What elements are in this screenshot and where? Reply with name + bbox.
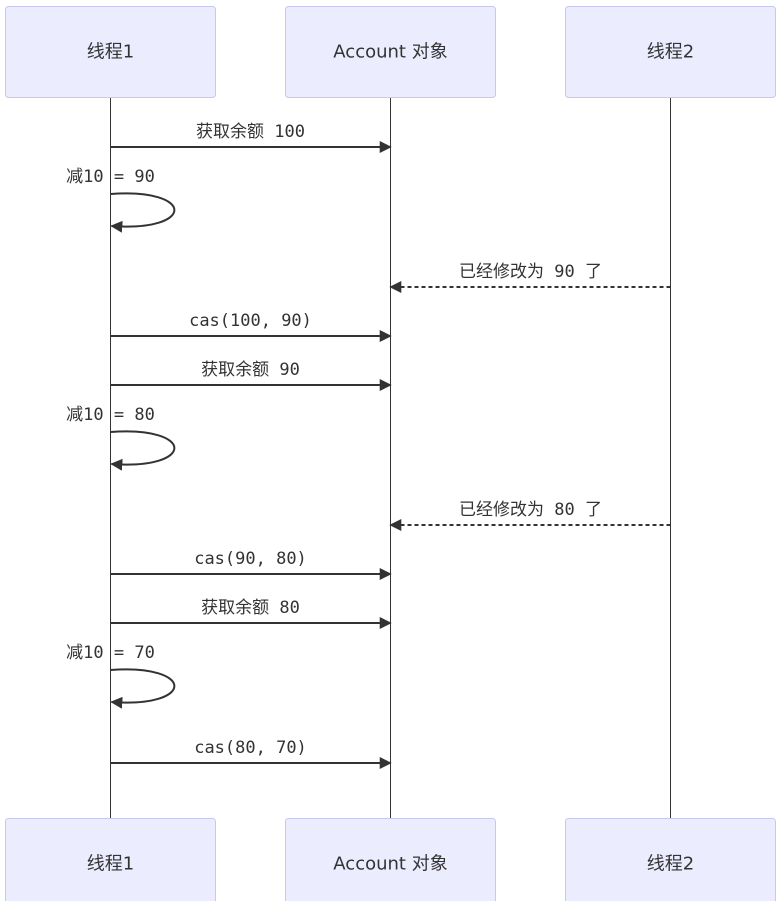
message-label: 获取余额 80 bbox=[201, 598, 300, 618]
message-label: 减10 = 70 bbox=[66, 643, 155, 663]
message-10: 减10 = 70 bbox=[66, 643, 176, 709]
message-8: cas(90, 80) bbox=[110, 549, 392, 580]
participant-box bbox=[5, 818, 216, 901]
message-label: cas(100, 90) bbox=[189, 311, 312, 331]
participant-label: 线程1 bbox=[87, 854, 134, 875]
participant-t1-top: 线程1 bbox=[5, 6, 216, 98]
participant-label: 线程2 bbox=[647, 42, 694, 63]
message-6: 减10 = 80 bbox=[66, 405, 176, 471]
participant-box bbox=[565, 6, 776, 98]
participant-t2-bottom: 线程2 bbox=[565, 818, 776, 901]
participant-box bbox=[285, 818, 496, 901]
participant-acc-bottom: Account 对象 bbox=[285, 818, 496, 901]
message-4: cas(100, 90) bbox=[110, 311, 392, 342]
message-label: 已经修改为 80 了 bbox=[459, 500, 602, 520]
participant-acc-top: Account 对象 bbox=[285, 6, 496, 98]
participant-box bbox=[565, 818, 776, 901]
message-7: 已经修改为 80 了 bbox=[389, 500, 671, 531]
participant-box bbox=[285, 6, 496, 98]
self-loop-arrow bbox=[110, 430, 176, 471]
message-label: 获取余额 90 bbox=[201, 360, 300, 380]
participant-t2-top: 线程2 bbox=[565, 6, 776, 98]
participant-box bbox=[5, 6, 216, 98]
message-label: 已经修改为 90 了 bbox=[459, 262, 602, 282]
message-3: 已经修改为 90 了 bbox=[389, 262, 671, 293]
message-label: 获取余额 100 bbox=[196, 122, 305, 142]
message-label: 减10 = 80 bbox=[66, 405, 155, 425]
self-loop-arrow bbox=[110, 192, 176, 233]
message-11: cas(80, 70) bbox=[110, 738, 392, 769]
participant-label: 线程2 bbox=[647, 854, 694, 875]
participant-t1-bottom: 线程1 bbox=[5, 818, 216, 901]
message-2: 减10 = 90 bbox=[66, 167, 176, 233]
message-label: 减10 = 90 bbox=[66, 167, 155, 187]
message-label: cas(90, 80) bbox=[194, 549, 307, 569]
message-label: cas(80, 70) bbox=[194, 738, 307, 758]
self-loop-arrow bbox=[110, 668, 176, 709]
participant-label: Account 对象 bbox=[333, 854, 447, 875]
message-5: 获取余额 90 bbox=[110, 360, 392, 391]
participant-label: 线程1 bbox=[87, 42, 134, 63]
message-1: 获取余额 100 bbox=[110, 122, 392, 153]
participant-label: Account 对象 bbox=[333, 42, 447, 63]
message-9: 获取余额 80 bbox=[110, 598, 392, 629]
